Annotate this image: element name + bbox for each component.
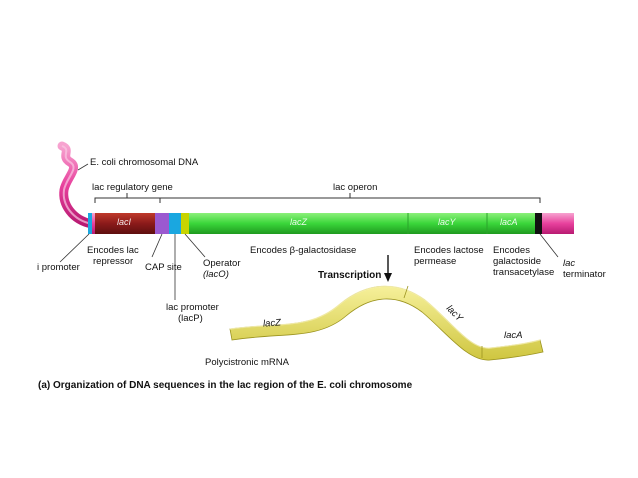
- cap-site-label: CAP site: [145, 262, 182, 273]
- laci-segment-label: lacI: [117, 217, 132, 227]
- terminator-segment: [535, 213, 542, 234]
- operator-leader: [184, 233, 206, 258]
- operator-label: Operator (lacO): [203, 258, 241, 280]
- operon-segment: [189, 213, 535, 234]
- operon-label: lac operon: [333, 182, 378, 193]
- cap-leader: [151, 233, 163, 258]
- lac-terminator-label: lac terminator: [563, 258, 606, 280]
- i-promoter-label: i promoter: [37, 262, 80, 273]
- encodes-lactose-permease-label: Encodes lactose permease: [414, 245, 484, 267]
- encodes-transacetylase-label: Encodes galactoside transacetylase: [493, 245, 555, 278]
- ipromoter-segment: [88, 213, 92, 234]
- lac-promoter-label: lac promoter (lacP): [166, 302, 219, 324]
- operon-bracket: [159, 197, 541, 203]
- ipromoter-leader: [59, 233, 90, 263]
- encodes-bgal-label: Encodes β-galactosidase: [250, 245, 357, 256]
- encodes-lac-repressor-label: Encodes lac repressor: [87, 245, 139, 267]
- polycistronic-mrna-label: Polycistronic mRNA: [205, 357, 289, 368]
- mrna-laca-label: lacA: [504, 330, 523, 341]
- dna-right-segment: [542, 213, 574, 234]
- operator-segment: [181, 213, 189, 234]
- transcription-label: Transcription: [318, 270, 382, 281]
- mrna-lacz-label: lacZ: [262, 317, 282, 330]
- regulatory-gene-bracket: [94, 197, 161, 203]
- lacy-segment-label: lacY: [438, 217, 456, 227]
- lacz-segment-label: lacZ: [290, 217, 308, 227]
- laca-segment-label: lacA: [500, 217, 518, 227]
- cap-site-segment: [155, 213, 169, 234]
- chromosome-label: E. coli chromosomal DNA: [90, 157, 199, 168]
- figure-caption: (a) Organization of DNA sequences in the…: [38, 380, 413, 391]
- regulatory-gene-label: lac regulatory gene: [92, 182, 173, 193]
- chromosome-tail-highlight: [61, 145, 93, 225]
- terminator-leader: [539, 233, 559, 258]
- laci-segment: [95, 213, 155, 234]
- lac-promoter-segment: [169, 213, 181, 234]
